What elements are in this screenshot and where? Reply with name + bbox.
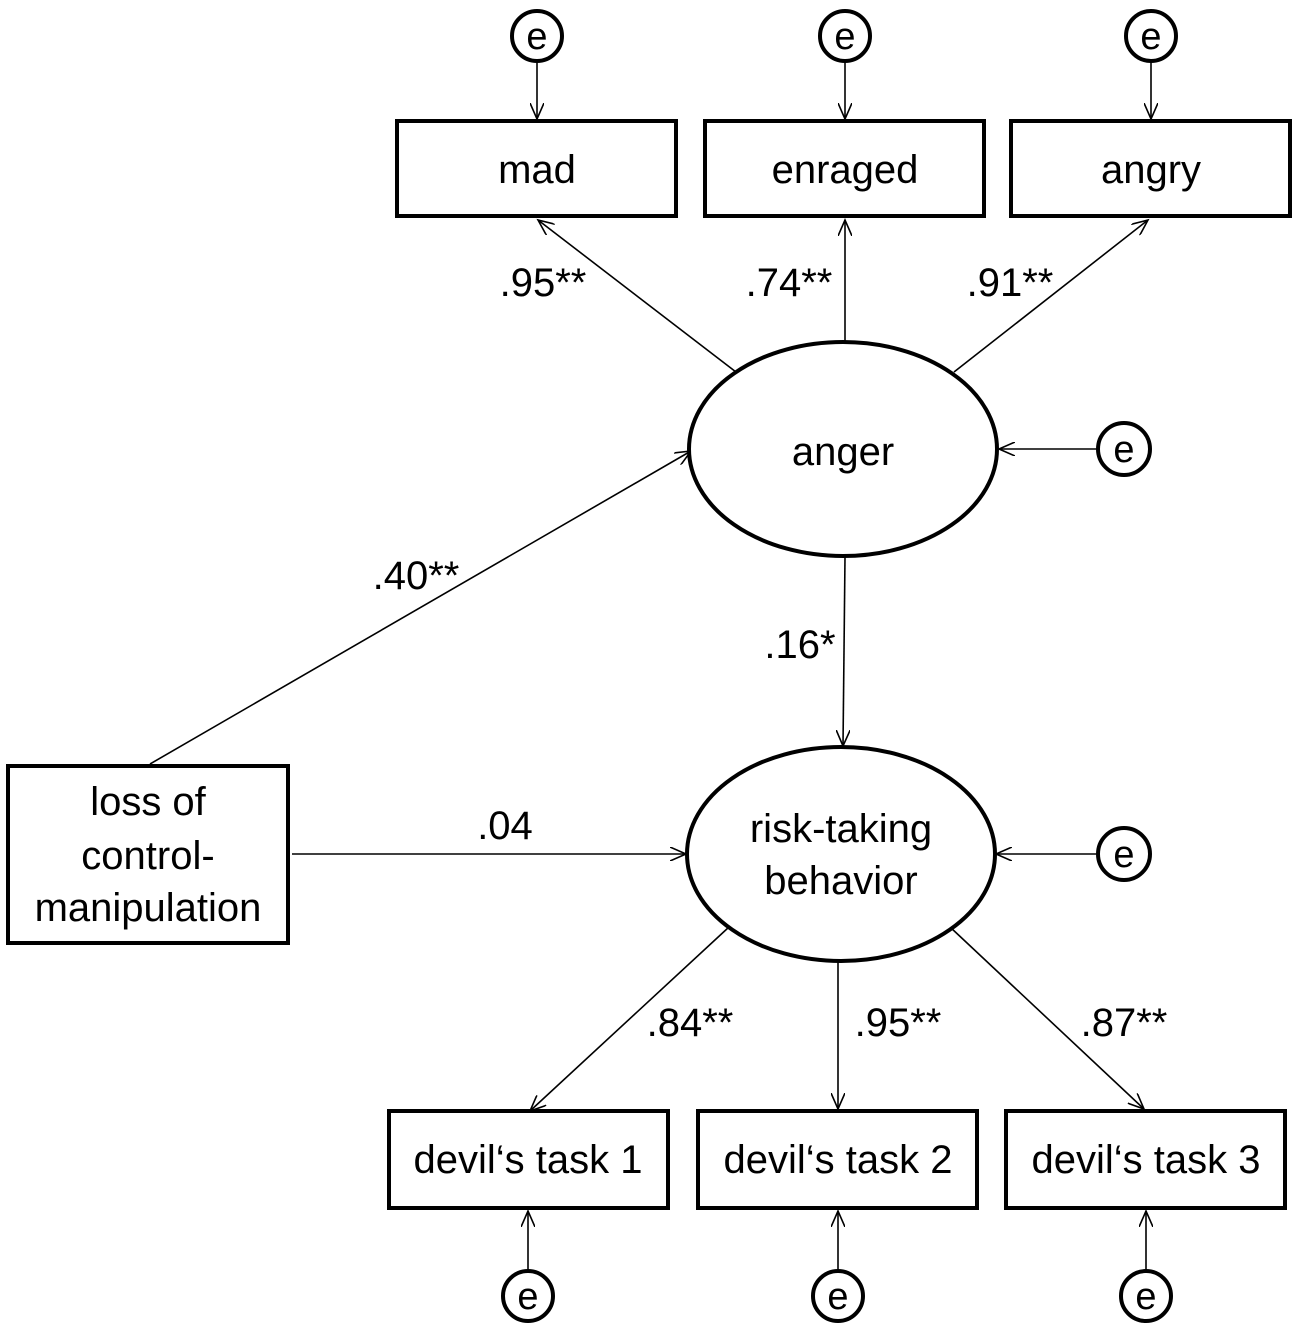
coef-risk-task1: .84** — [647, 1001, 734, 1045]
indicator-mad: mad — [395, 119, 678, 218]
svg-text:e: e — [526, 16, 547, 58]
svg-text:e: e — [1140, 16, 1161, 58]
coef-anger-mad: .95** — [500, 261, 587, 305]
indicator-devils-task-2: devil‘s task 2 — [696, 1109, 979, 1210]
loading-arrow-task3 — [949, 926, 1144, 1109]
svg-text:e: e — [827, 1276, 848, 1318]
indicator-label: enraged — [772, 148, 919, 192]
indicator-label: devil‘s task 1 — [414, 1138, 643, 1182]
error-term-angry: e — [1124, 9, 1178, 63]
coef-risk-task3: .87** — [1081, 1001, 1168, 1045]
latent-label: anger — [792, 430, 894, 474]
error-term-task2: e — [811, 1269, 865, 1323]
predictor-label-line1: loss of — [90, 780, 206, 824]
error-term-risk: e — [1096, 826, 1152, 882]
error-term-mad: e — [510, 9, 564, 63]
latent-label-line1: risk-taking — [750, 807, 932, 851]
svg-text:e: e — [834, 16, 855, 58]
coef-loss-risk: .04 — [477, 804, 533, 848]
indicator-label: mad — [498, 148, 576, 192]
error-term-task1: e — [501, 1269, 555, 1323]
indicator-devils-task-3: devil‘s task 3 — [1004, 1109, 1287, 1210]
coef-loss-anger: .40** — [373, 554, 460, 598]
latent-label-line2: behavior — [764, 859, 917, 903]
loading-arrow-mad — [538, 220, 737, 373]
error-term-task3: e — [1119, 1269, 1173, 1323]
loading-arrow-angry — [953, 220, 1148, 373]
indicator-angry: angry — [1009, 119, 1292, 218]
coef-anger-enraged: .74** — [746, 261, 833, 305]
svg-text:e: e — [1135, 1276, 1156, 1318]
indicator-devils-task-1: devil‘s task 1 — [387, 1109, 670, 1210]
indicator-enraged: enraged — [703, 119, 986, 218]
indicator-label: angry — [1101, 148, 1201, 192]
svg-text:e: e — [517, 1276, 538, 1318]
path-arrow-anger-risk — [843, 556, 845, 746]
svg-text:e: e — [1113, 429, 1134, 471]
error-term-anger: e — [1096, 421, 1152, 477]
latent-risk-taking-behavior: risk-taking behavior — [685, 745, 997, 963]
latent-anger: anger — [687, 340, 999, 558]
error-term-enraged: e — [818, 9, 872, 63]
coef-risk-task2: .95** — [855, 1001, 942, 1045]
coef-anger-angry: .91** — [967, 261, 1054, 305]
path-arrow-loss-anger — [149, 451, 691, 765]
predictor-label-line2: control- — [81, 834, 214, 878]
loading-arrow-task1 — [530, 926, 730, 1111]
indicator-label: devil‘s task 2 — [724, 1138, 953, 1182]
indicator-label: devil‘s task 3 — [1032, 1138, 1261, 1182]
predictor-loss-of-control: loss of control- manipulation — [6, 764, 290, 945]
coef-anger-risk: .16* — [764, 623, 835, 667]
predictor-label-line3: manipulation — [35, 886, 262, 930]
svg-text:e: e — [1113, 834, 1134, 876]
